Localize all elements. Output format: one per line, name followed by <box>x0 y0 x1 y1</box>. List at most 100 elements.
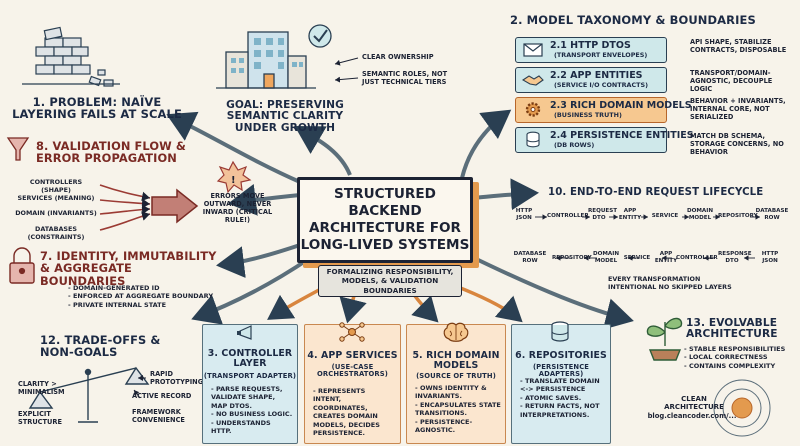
validation-layer-controllers: CONTROLLERS (SHAPE) <box>29 178 83 194</box>
panel-subtitle: (USE-CASE ORCHESTRATORS) <box>317 363 388 379</box>
arrow-to-identity <box>216 243 301 279</box>
panel-rich-domain: 5. RICH DOMAIN MODELS (SOURCE OF TRUTH) … <box>406 322 506 444</box>
lifecycle-note: EVERY TRANSFORMATION INTENTIONAL NO SKIP… <box>608 275 732 291</box>
megaphone-icon <box>237 325 252 340</box>
database-icon <box>551 321 569 342</box>
footer-architecture: ARCHITECTURE <box>664 403 724 411</box>
lifecycle-return-step: RESPONSE DTO <box>718 251 752 264</box>
tradeoff-left: EXPLICIT STRUCTURE <box>18 410 62 427</box>
panel-bullet: PARSE REQUESTS, VALIDATE SHAPE, MAP DTOs… <box>211 385 293 410</box>
taxonomy-item-sub: (SERVICE I/O CONTRACTS) <box>554 81 649 89</box>
lifecycle-title: 10. END-TO-END REQUEST LIFECYCLE <box>548 187 764 198</box>
taxonomy-note-domain: BEHAVIOR + INVARIANTS, INTERNAL CORE, NO… <box>690 97 786 122</box>
panel-controller-layer: 3. CONTROLLER LAYER (TRANSPORT ADAPTER) … <box>202 324 298 444</box>
crumbling-wall-icon <box>22 26 120 87</box>
panel-bullet: ATOMIC SAVES. <box>520 394 606 402</box>
panel-title: 5. RICH DOMAIN MODELS <box>412 350 500 372</box>
lifecycle-step: REQUEST DTO <box>588 208 618 221</box>
validation-layer-databases: DATABASES (CONSTRAINTS) <box>27 225 85 241</box>
central-subtitle-box: FORMALIZING RESPONSIBILITY, MODELS, & VA… <box>318 265 462 297</box>
center-arrows <box>166 109 634 330</box>
tradeoff-right: RAPID PROTOTYPING <box>150 370 204 387</box>
arrow-to-taxonomy <box>460 109 512 179</box>
taxonomy-item-title: 2.4 PERSISTENCE ENTITIES <box>550 130 694 141</box>
identity-bullet: PRIVATE INTERNAL STATE <box>68 301 228 309</box>
panel-bullets: OWNS IDENTITY & INVARIANTS. ENCAPSULATES… <box>415 384 501 435</box>
identity-bullet: ENFORCED AT AGGREGATE BOUNDARY <box>68 292 228 300</box>
taxonomy-item-app-entities: 2.2 APP ENTITIES (SERVICE I/O CONTRACTS) <box>515 67 667 93</box>
lifecycle-step: SERVICE <box>651 213 679 219</box>
taxonomy-item-title: 2.2 APP ENTITIES <box>550 70 643 81</box>
lifecycle-step: REPOSITORY <box>718 213 758 219</box>
lifecycle-return-step: DOMAIN MODEL <box>592 251 620 264</box>
taxonomy-item-title: 2.3 RICH DOMAIN MODELS <box>550 100 692 111</box>
panel-bullet: UNDERSTANDS HTTP. <box>211 419 293 436</box>
gear-icon <box>525 102 541 117</box>
sprout-icon <box>646 317 683 361</box>
database-icon <box>526 131 540 148</box>
arrow-to-tradeoffs <box>191 256 312 325</box>
envelope-icon <box>523 43 543 57</box>
taxonomy-item-sub: (DB ROWS) <box>554 141 595 149</box>
footer-clean: CLEAN <box>681 395 707 403</box>
tradeoff-left: CLARITY > MINIMALISM <box>18 380 65 397</box>
validation-arrows <box>99 184 151 231</box>
network-icon <box>339 322 365 342</box>
panel-title: 3. CONTROLLER LAYER <box>207 348 293 370</box>
lifecycle-step: CONTROLLER <box>547 213 589 219</box>
footer-url-link[interactable]: blog.cleancoder.com/... <box>647 412 737 420</box>
panel-title: 4. APP SERVICES <box>307 350 398 361</box>
funnel-icon <box>6 137 30 161</box>
lifecycle-return-step: APP ENTITY <box>654 251 678 264</box>
tradeoff-right: ACTIVE RECORD <box>132 392 192 400</box>
taxonomy-item-title: 2.1 HTTP DTOs <box>550 40 631 51</box>
panel-app-services: 4. APP SERVICES (USE-CASE ORCHESTRATORS)… <box>304 322 401 444</box>
balance-scale-icon <box>28 366 150 423</box>
panel-title: 6. REPOSITORIES <box>515 350 607 361</box>
panel-bullet: OWNS IDENTITY & INVARIANTS. <box>415 384 501 401</box>
problem-title: 1. PROBLEM: NAÏVE LAYERING FAILS AT SCAL… <box>12 95 182 122</box>
arrow-to-errors <box>228 184 301 216</box>
big-red-arrow <box>151 188 199 224</box>
panel-bullet: RETURN FACTS, NOT INTERPRETATIONS. <box>520 402 606 419</box>
panel-bullet: TRANSLATE DOMAIN <-> PERSISTENCE <box>520 377 606 394</box>
taxonomy-item-http-dtos: 2.1 HTTP DTOs (TRANSPORT ENVELOPES) <box>515 37 667 63</box>
identity-title: 7. IDENTITY, IMMUTABILITY & AGGREGATE BO… <box>40 249 217 288</box>
panel-repositories: 6. REPOSITORIES (PERSISTENCE ADAPTERS) T… <box>511 321 611 444</box>
handshake-icon <box>522 75 544 86</box>
identity-bullets: DOMAIN-GENERATED ID ENFORCED AT AGGREGAT… <box>68 284 228 309</box>
taxonomy-item-sub: (BUSINESS TRUTH) <box>554 111 622 119</box>
building-check-icon <box>216 24 332 89</box>
central-title-box: STRUCTURED BACKEND ARCHITECTURE FOR LONG… <box>297 177 473 263</box>
arrow-to-goal <box>294 125 352 176</box>
panel-bullet: NO BUSINESS LOGIC. <box>211 410 293 418</box>
arrow-to-evolvable <box>469 254 634 330</box>
lock-icon <box>9 247 35 284</box>
validation-title: 8. VALIDATION FLOW & ERROR PROPAGATION <box>36 139 186 166</box>
goal-note-ownership: CLEAR OWNERSHIP <box>362 53 434 61</box>
goal-note-semantic: SEMANTIC ROLES, NOT JUST TECHNICAL TIERS <box>362 70 448 87</box>
validation-layer-domain: DOMAIN (INVARIANTS) <box>15 209 97 217</box>
panel-subtitle: (SOURCE OF TRUTH) <box>416 372 496 380</box>
evolvable-bullet: STABLE RESPONSIBILITIES <box>684 345 794 353</box>
lifecycle-step: APP ENTITY <box>618 208 642 221</box>
panel-bullets: REPRESENTS INTENT, COORDINATES, CREATES … <box>313 387 395 438</box>
lifecycle-return-step: SERVICE <box>623 255 651 261</box>
taxonomy-title: 2. MODEL TAXONOMY & BOUNDARIES <box>510 13 756 27</box>
taxonomy-item-rich-domain: 2.3 RICH DOMAIN MODELS (BUSINESS TRUTH) <box>515 97 692 123</box>
svg-text:!: ! <box>231 175 236 186</box>
arrow-to-lifecycle <box>471 178 539 211</box>
lifecycle-return-step: HTTP JSON <box>761 251 779 264</box>
panel-bullet: REPRESENTS INTENT, COORDINATES, CREATES … <box>313 387 395 438</box>
lifecycle-step: HTTP JSON <box>515 208 533 221</box>
evolvable-bullets: STABLE RESPONSIBILITIES LOCAL CORRECTNES… <box>684 345 794 370</box>
arrow-to-problem <box>166 111 301 184</box>
lifecycle-step: DATABASE ROW <box>755 208 789 221</box>
evolvable-bullet: LOCAL CORRECTNESS <box>684 353 794 361</box>
taxonomy-item-sub: (TRANSPORT ENVELOPES) <box>554 51 648 59</box>
identity-bullet: DOMAIN-GENERATED ID <box>68 284 228 292</box>
panel-bullet: ENCAPSULATES STATE TRANSITIONS. <box>415 401 501 418</box>
panel-subtitle: (PERSISTENCE ADAPTERS) <box>532 363 590 379</box>
clean-architecture-logo <box>713 379 771 437</box>
central-title: STRUCTURED BACKEND ARCHITECTURE FOR LONG… <box>300 186 470 253</box>
